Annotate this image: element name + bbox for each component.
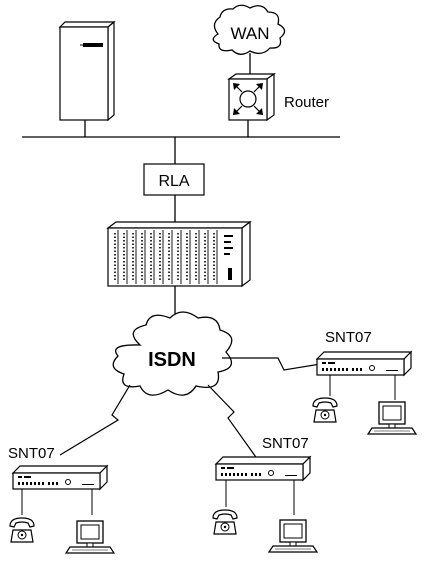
rack-icon	[106, 220, 252, 288]
modem-icon-center	[215, 456, 311, 481]
wan-label: WAN	[230, 24, 269, 43]
telephone-icon-center	[212, 509, 238, 535]
isdn-label: ISDN	[148, 349, 196, 371]
snt07-center-label: SNT07	[262, 435, 309, 452]
router-label: Router	[284, 94, 329, 111]
computer-icon-left	[65, 520, 115, 554]
modem-icon-right	[316, 351, 412, 376]
snt07-left-label: SNT07	[8, 445, 55, 462]
isdn-cloud-icon	[112, 311, 233, 396]
isdn-link-left	[59, 384, 131, 456]
rla-label: RLA	[158, 173, 189, 190]
snt07-right-label: SNT07	[325, 329, 372, 346]
router-icon	[227, 72, 276, 122]
telephone-icon-left	[9, 517, 35, 543]
isdn-link-center	[207, 384, 259, 461]
telephone-icon-right	[312, 397, 338, 423]
wan-cloud-icon	[212, 4, 286, 55]
computer-icon-right	[367, 401, 417, 435]
isdn-link-right	[222, 357, 346, 371]
rla-box	[143, 163, 205, 196]
server-icon	[58, 20, 116, 122]
modem-icon-left	[12, 465, 108, 490]
computer-icon-center	[268, 519, 318, 553]
